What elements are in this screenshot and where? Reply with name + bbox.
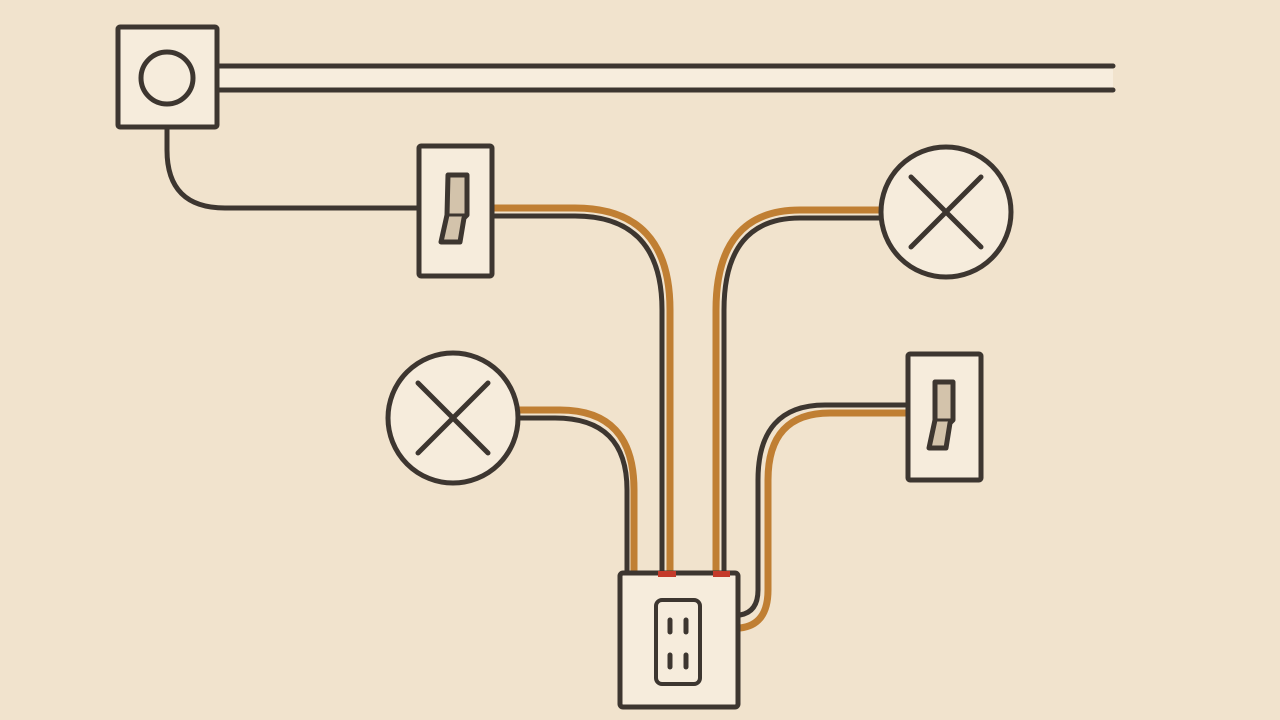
power-source [115, 24, 220, 130]
feed-wire [164, 124, 422, 211]
toggle-icon [926, 379, 956, 451]
outlet-face [654, 598, 702, 686]
wire-lamp-right-junction [712, 206, 884, 577]
supply-line [214, 63, 1116, 93]
light-switch-2 [905, 351, 984, 483]
lamp-left [385, 350, 521, 486]
junction-outlet [617, 570, 741, 710]
wire-lamp-left-junction [515, 406, 638, 577]
toggle-icon [438, 172, 470, 245]
wire-switch2-junction [736, 402, 912, 632]
wire-switch1-junction [488, 204, 674, 577]
lamp-right [878, 144, 1014, 280]
light-switch-1 [416, 143, 495, 279]
